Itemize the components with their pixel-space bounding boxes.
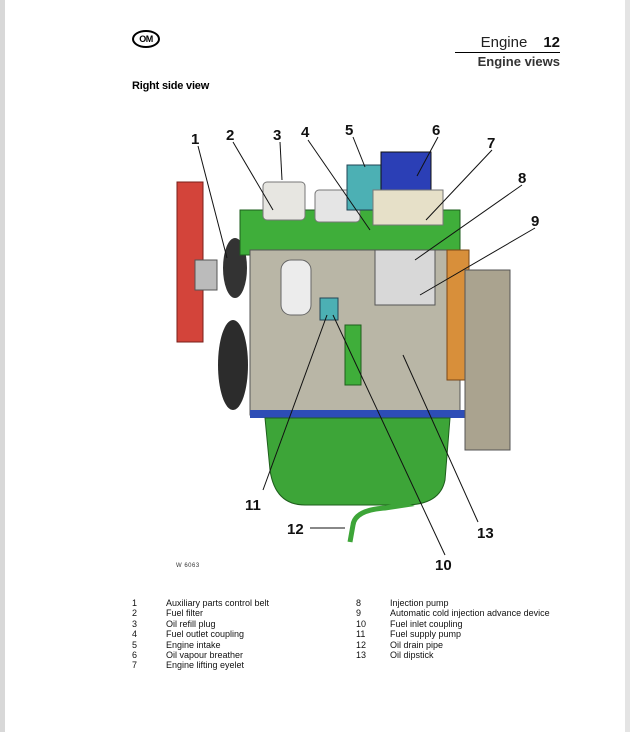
callout-10: 10 [435, 557, 452, 574]
injection-pump-shape [374, 249, 436, 306]
legend-text: Engine intake [166, 639, 221, 650]
legend-text: Fuel inlet coupling [390, 618, 463, 629]
legend-number: 2 [132, 608, 138, 619]
legend-text: Oil dipstick [390, 650, 434, 661]
legend-text: Engine lifting eyelet [166, 660, 245, 671]
engine-figure: 1 2 3 4 5 6 7 8 9 10 11 12 13 [155, 110, 555, 580]
legend-number: 1 [132, 598, 138, 608]
callout-6: 6 [432, 122, 440, 139]
dipstick-tube-shape [344, 324, 362, 386]
breather-shape [380, 151, 432, 195]
pulley-shape [194, 259, 218, 291]
header-divider [455, 52, 560, 53]
legend-text: Oil refill plug [166, 618, 216, 629]
callout-4: 4 [301, 124, 310, 141]
legend-row: 5 Engine intake [132, 640, 269, 650]
section-name: Engine [480, 34, 528, 51]
legend-row: 1 Auxiliary parts control belt [132, 598, 269, 608]
legend-row: 12 Oil drain pipe [356, 640, 550, 650]
section-title: Right side view [132, 80, 210, 92]
legend-row: 3 Oil refill plug [132, 619, 269, 629]
legend-text: Automatic cold injection advance device [390, 608, 550, 619]
legend-number: 5 [132, 639, 138, 650]
om-logo: OM [132, 30, 160, 48]
fuel-filter-shape [280, 259, 312, 316]
legend-row: 9 Automatic cold injection advance device [356, 608, 550, 618]
legend-number: 8 [356, 598, 362, 608]
oil-sump-shape [264, 417, 451, 506]
legend-number: 11 [356, 629, 366, 640]
legend-text: Oil vapour breather [166, 650, 244, 661]
legend-number: 7 [132, 660, 138, 671]
legend-row: 2 Fuel filter [132, 608, 269, 618]
legend-number: 10 [356, 618, 367, 629]
legend-row: 13 Oil dipstick [356, 650, 550, 660]
page-right-margin [625, 0, 630, 732]
callout-13: 13 [477, 525, 494, 542]
figure-code: W 6063 [176, 563, 200, 569]
legend-row: 10 Fuel inlet coupling [356, 619, 550, 629]
callout-2: 2 [226, 127, 234, 144]
leader-lines [197, 136, 536, 556]
callout-8: 8 [518, 170, 526, 187]
legend-text: Fuel supply pump [390, 629, 462, 640]
gearbox-shape [464, 269, 511, 451]
legend-number: 3 [132, 618, 138, 629]
legend-text: Oil drain pipe [390, 639, 444, 650]
legend-number: 12 [356, 639, 367, 650]
supply-pump-shape [319, 297, 339, 321]
legend-right-column: 8 Injection pump 9 Automatic cold injectio… [356, 598, 550, 660]
legend-text: Injection pump [390, 598, 449, 608]
callout-11: 11 [245, 497, 261, 514]
legend-text: Fuel filter [166, 608, 204, 619]
page-number: 12 [543, 34, 560, 51]
tank-shape [262, 181, 306, 221]
legend-number: 9 [356, 608, 362, 619]
subsection-title: Engine views [477, 54, 560, 69]
logo-text: OM [139, 34, 153, 44]
drain-pipe-shape [347, 499, 415, 543]
legend-row: 6 Oil vapour breather [132, 650, 269, 660]
legend-row: 11 Fuel supply pump [356, 629, 550, 639]
callout-3: 3 [273, 127, 281, 144]
page-header: Engine 12 [481, 34, 560, 51]
legend-number: 4 [132, 629, 138, 640]
callout-9: 9 [531, 213, 539, 230]
legend-number: 6 [132, 650, 138, 661]
cover-shape [372, 189, 444, 226]
legend-row: 7 Engine lifting eyelet [132, 660, 269, 670]
block-seam-shape [250, 410, 465, 418]
legend-number: 13 [356, 650, 367, 661]
legend-text: Auxiliary parts control belt [166, 598, 270, 608]
callout-7: 7 [487, 135, 495, 152]
lower-pulley-shape [218, 320, 248, 410]
legend-text: Fuel outlet coupling [166, 629, 245, 640]
page-left-margin [0, 0, 5, 732]
legend-left-column: 1 Auxiliary parts control belt 2 Fuel filt… [132, 598, 269, 671]
callout-5: 5 [345, 122, 353, 139]
engine-illustration: 1 2 3 4 5 6 7 8 9 10 11 12 13 [176, 122, 539, 574]
callout-12: 12 [287, 521, 304, 538]
callout-1: 1 [191, 131, 199, 148]
legend-row: 4 Fuel outlet coupling [132, 629, 269, 639]
legend-row: 8 Injection pump [356, 598, 550, 608]
